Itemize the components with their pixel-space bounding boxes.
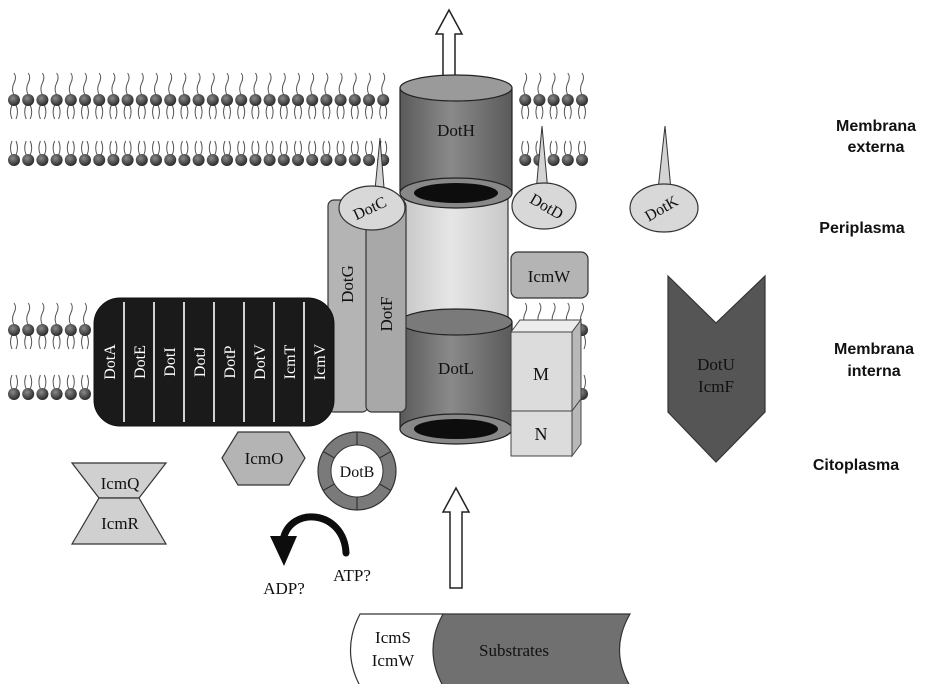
label-dota: DotA bbox=[102, 344, 119, 380]
label-n: N bbox=[535, 424, 548, 444]
label-doth: DotH bbox=[437, 121, 475, 140]
substrate-entry-arrow bbox=[443, 488, 469, 588]
label-icmf: IcmF bbox=[698, 377, 734, 396]
label-inner-membrane-2: interna bbox=[847, 363, 900, 380]
label-icmt: IcmT bbox=[282, 344, 299, 379]
label-icms: IcmS bbox=[375, 628, 411, 647]
label-periplasm: Periplasma bbox=[819, 220, 904, 237]
label-icmr: IcmR bbox=[101, 514, 139, 533]
label-icmw: IcmW bbox=[528, 267, 571, 286]
label-atp: ATP? bbox=[333, 566, 371, 585]
label-doti: DotI bbox=[162, 347, 179, 376]
label-icmv: IcmV bbox=[312, 343, 329, 380]
label-outer-membrane-1: Membrana bbox=[836, 118, 916, 135]
label-outer-membrane-2: externa bbox=[848, 139, 905, 156]
label-dotu: DotU bbox=[697, 355, 735, 374]
label-dote: DotE bbox=[132, 345, 149, 379]
label-cytoplasm: Citoplasma bbox=[813, 457, 899, 474]
label-icmo: IcmO bbox=[245, 449, 284, 468]
label-dotg: DotG bbox=[338, 265, 357, 303]
inner-membrane-complex: DotA DotE DotI DotJ DotP DotV IcmT IcmV bbox=[94, 298, 334, 426]
label-inner-membrane-1: Membrana bbox=[834, 341, 914, 358]
label-dotb: DotB bbox=[340, 464, 375, 481]
label-dotf: DotF bbox=[377, 297, 396, 332]
label-icmq: IcmQ bbox=[101, 474, 140, 493]
label-adp: ADP? bbox=[263, 579, 305, 598]
atp-hydrolysis-arrow bbox=[270, 517, 346, 566]
label-dotl: DotL bbox=[438, 359, 474, 378]
label-m: M bbox=[533, 364, 549, 384]
label-dotv: DotV bbox=[252, 344, 269, 380]
label-dotp: DotP bbox=[222, 345, 239, 378]
label-dotj: DotJ bbox=[192, 347, 209, 377]
label-substrates: Substrates bbox=[479, 641, 549, 660]
label-icmw-chaperone: IcmW bbox=[372, 651, 415, 670]
export-arrow bbox=[436, 10, 462, 78]
